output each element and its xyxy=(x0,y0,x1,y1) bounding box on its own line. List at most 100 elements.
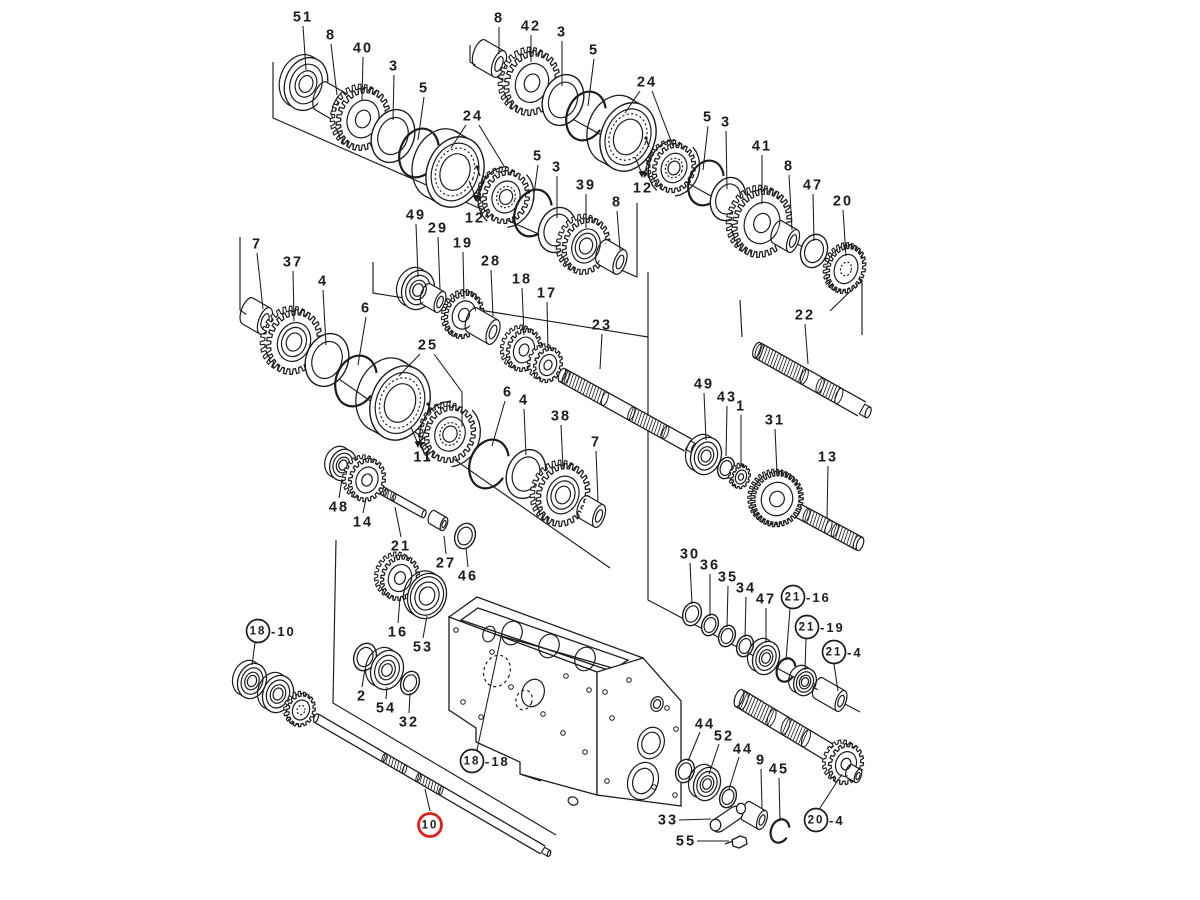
label-46: 46 xyxy=(458,547,478,585)
gearbox-housing xyxy=(447,596,682,807)
label-3: 3 xyxy=(552,160,560,218)
label-13: 13 xyxy=(818,450,838,520)
label-8: 8 xyxy=(326,28,338,96)
highlighted-part-circle xyxy=(417,812,443,838)
part-number: 47 xyxy=(803,178,823,194)
part-number-suffix: -16 xyxy=(806,590,831,605)
part-5-3 xyxy=(565,90,607,142)
part-circle xyxy=(794,614,820,640)
label-37: 37 xyxy=(283,255,301,322)
part-17 xyxy=(526,343,564,384)
label-54: 54 xyxy=(376,686,394,717)
part-number: 14 xyxy=(353,515,373,531)
part-25 xyxy=(355,357,431,441)
label-17: 17 xyxy=(537,286,555,352)
part-number: 16 xyxy=(388,625,408,641)
part-18-10 xyxy=(231,659,268,700)
label-21: 21 xyxy=(391,506,409,555)
label-7: 7 xyxy=(252,237,264,310)
part-circle xyxy=(803,807,829,833)
part-number: 42 xyxy=(521,19,541,35)
part-number: 21 xyxy=(826,647,843,659)
label-20: 20 xyxy=(833,194,853,257)
label-21-4: 21 -4 xyxy=(821,639,863,692)
part-number: 4 xyxy=(519,393,529,409)
part-number: 20 xyxy=(833,194,853,210)
part-5-4 xyxy=(687,159,725,207)
part-number: 52 xyxy=(714,729,734,745)
part-number: 39 xyxy=(576,178,596,194)
label-3: 3 xyxy=(389,59,397,121)
part-circle xyxy=(459,748,485,774)
part-51 xyxy=(278,54,329,112)
part-number: 7 xyxy=(591,435,601,451)
part-36 xyxy=(700,613,720,637)
small-details xyxy=(410,136,748,849)
label-23: 23 xyxy=(592,318,612,370)
part-number: 18 xyxy=(250,626,267,638)
part-28 xyxy=(464,307,501,345)
part-number: 9 xyxy=(756,753,766,769)
label-53: 53 xyxy=(413,615,431,656)
label-52: 52 xyxy=(708,729,734,775)
part-number: 20 xyxy=(808,815,825,827)
label-3: 3 xyxy=(721,115,729,190)
part-21s xyxy=(378,485,427,519)
label-49: 49 xyxy=(406,208,424,278)
label-44: 44 xyxy=(687,717,713,762)
part-number: 51 xyxy=(293,10,313,26)
part-53 xyxy=(402,570,448,620)
label-2: 2 xyxy=(357,668,366,705)
part-10 xyxy=(312,713,552,858)
part-number: 12 xyxy=(633,181,653,197)
part-7-2 xyxy=(576,494,607,529)
part-number: 23 xyxy=(592,318,612,334)
part-number: 8 xyxy=(784,159,794,175)
label-8: 8 xyxy=(612,195,621,251)
part-number: 13 xyxy=(818,450,838,466)
part-number: 28 xyxy=(481,254,501,270)
part-32 xyxy=(399,670,421,696)
label-5: 5 xyxy=(587,43,599,107)
part-31 xyxy=(747,468,804,528)
part-number: 30 xyxy=(680,547,700,563)
part-circle xyxy=(245,618,271,644)
label-10: 10 xyxy=(417,788,443,838)
label-49: 49 xyxy=(694,377,712,441)
label-19: 19 xyxy=(453,236,471,300)
label-28: 28 xyxy=(481,254,501,317)
part-20-4t xyxy=(844,763,863,784)
label-39: 39 xyxy=(576,178,596,228)
label-29: 29 xyxy=(428,221,448,290)
part-12-2 xyxy=(645,139,701,197)
part-number: 45 xyxy=(769,762,789,778)
part-number: 55 xyxy=(676,834,696,850)
part-number: 12 xyxy=(465,211,485,227)
part-number: 21 xyxy=(785,592,802,604)
part-number: 5 xyxy=(589,43,599,59)
part-number: 18 xyxy=(464,756,481,768)
label-8: 8 xyxy=(494,11,502,54)
label-21-19: 21 -19 xyxy=(794,614,845,671)
part-number-suffix: -10 xyxy=(271,624,296,639)
part-5-1 xyxy=(398,127,440,179)
label-7: 7 xyxy=(591,435,601,502)
label-1: 1 xyxy=(736,399,744,465)
part-number: 48 xyxy=(329,500,349,516)
part-number: 25 xyxy=(418,338,438,354)
label-4: 4 xyxy=(318,274,327,346)
label-6: 6 xyxy=(491,385,511,447)
part-number-suffix: -19 xyxy=(820,620,845,635)
part-number-suffix: -4 xyxy=(847,645,863,660)
part-52 xyxy=(687,763,722,802)
label-24: 24 xyxy=(450,109,505,167)
label-9: 9 xyxy=(756,753,766,810)
part-11 xyxy=(417,400,482,468)
part-number: 29 xyxy=(428,221,448,237)
part-number: 8 xyxy=(326,28,336,44)
part-20 xyxy=(822,242,867,294)
part-number: 46 xyxy=(458,569,478,585)
label-3: 3 xyxy=(557,25,565,86)
